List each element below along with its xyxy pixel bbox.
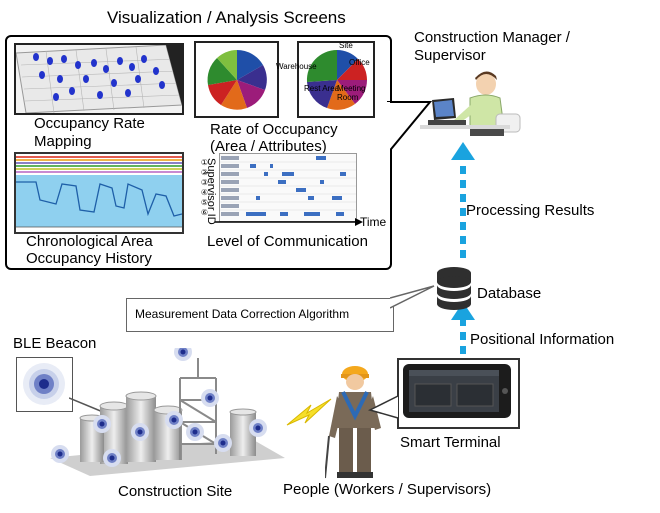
panel-callout-pointer xyxy=(386,101,433,155)
rate-label-2: (Area / Attributes) xyxy=(210,138,327,155)
mapping-floorplan xyxy=(16,45,182,113)
people-label: People (Workers / Supervisors) xyxy=(283,481,492,498)
manager-label-1: Construction Manager / xyxy=(414,29,570,46)
positional-information-arrow xyxy=(451,302,475,368)
construction-site-label: Construction Site xyxy=(118,483,233,500)
beacon-callout-pointer xyxy=(69,397,104,413)
positional-information-label: Positional Information xyxy=(470,331,615,348)
wireless-signal-icon xyxy=(286,398,332,426)
history-label-2: Occupancy History xyxy=(26,250,152,267)
database-label: Database xyxy=(477,285,542,302)
callout-mask xyxy=(384,102,390,156)
construction-site-illustration xyxy=(50,348,285,476)
pie-label-office: Office xyxy=(349,58,370,67)
smart-terminal-label: Smart Terminal xyxy=(400,434,501,451)
attributes-pie-chart xyxy=(306,49,367,110)
communication-axis-ids: ①②③④⑤⑥ xyxy=(200,158,209,218)
mapping-label-2: Mapping xyxy=(34,133,92,150)
beacon-label: BLE Beacon xyxy=(13,335,97,352)
communication-axis-x: Time xyxy=(360,215,387,229)
rate-label-1: Rate of Occupancy xyxy=(210,121,338,138)
database-icon xyxy=(437,267,471,310)
rate-attributes-thumbnail[interactable] xyxy=(297,41,375,118)
terminal-callout-pointer xyxy=(367,395,399,419)
communication-chart xyxy=(220,154,356,221)
history-chart xyxy=(16,154,182,232)
algorithm-box xyxy=(126,298,394,332)
panel-title: Visualization / Analysis Screens xyxy=(107,8,346,27)
occupancy-markers xyxy=(33,53,165,101)
communication-thumbnail[interactable] xyxy=(219,153,357,222)
history-thumbnail[interactable] xyxy=(14,152,184,234)
manager-label-2: Supervisor xyxy=(414,47,486,64)
manager-at-laptop-illustration xyxy=(420,71,521,136)
rate-area-thumbnail[interactable] xyxy=(194,41,279,118)
area-pie-chart xyxy=(207,49,267,110)
algorithm-label: Measurement Data Correction Algorithm xyxy=(135,307,350,321)
processing-results-arrow xyxy=(451,142,475,258)
pie-label-rest-area: Rest Area xyxy=(304,84,340,93)
communication-axis-y: Supervisor ID xyxy=(205,158,217,225)
smart-terminal-icon xyxy=(403,364,511,418)
pie-label-warehouse: Warehouse xyxy=(276,62,317,71)
history-label-1: Chronological Area xyxy=(26,233,153,250)
occupancy-mapping-thumbnail[interactable] xyxy=(14,43,184,115)
pie-label-meeting-room: Meeting Room xyxy=(337,84,366,102)
worker-illustration xyxy=(325,366,381,479)
algorithm-callout-pointer xyxy=(390,285,435,309)
site-beacons xyxy=(51,348,267,467)
pie-label-site: Site xyxy=(339,41,353,50)
time-axis-arrow xyxy=(215,218,363,226)
communication-label: Level of Communication xyxy=(207,233,368,250)
beacon-icon-large xyxy=(23,363,65,405)
processing-results-label: Processing Results xyxy=(466,202,595,219)
mapping-label-1: Occupancy Rate xyxy=(34,115,145,132)
